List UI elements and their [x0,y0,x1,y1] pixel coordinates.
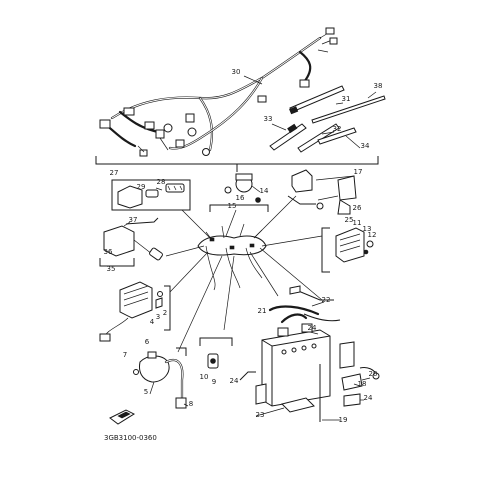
callout-28: 28 [157,178,166,186]
callout-13: 13 [363,225,372,233]
callout-37: 37 [129,216,138,224]
callout-25: 25 [345,216,354,224]
callout-24: 24 [230,377,239,385]
callout-29: 29 [137,183,146,191]
callout-30: 30 [232,68,241,76]
callout-34: 34 [361,142,370,150]
callout-21: 21 [258,307,267,315]
callout-4: 4 [150,318,155,326]
callout-8: 8 [189,400,193,408]
central-junction [165,195,323,353]
group-bracket-top [95,156,379,165]
callout-23: 23 [256,411,265,419]
starter-relay-group [133,347,187,409]
ignition-coil-group [99,217,163,267]
callout-38: 38 [374,82,383,90]
callout-19: 19 [339,416,348,424]
callout-11: 11 [353,219,362,227]
callout-15: 15 [228,202,237,210]
callout-16: 16 [236,194,245,202]
callout-17: 17 [354,168,363,176]
callout-24: 24 [308,324,317,332]
battery-group [239,285,380,422]
callout-5: 5 [144,388,148,396]
part-code: 3GB3100-0360 [104,434,157,442]
callout-31: 31 [342,95,351,103]
leader-lines [123,75,377,421]
callout-18: 18 [358,380,367,388]
cable-ties [269,85,386,153]
callout-9: 9 [212,378,216,386]
callout-36: 36 [104,248,113,256]
callout-2: 2 [163,309,167,317]
callout-6: 6 [145,338,150,346]
rectifier-regulator-group [99,281,171,342]
callout-12: 12 [368,231,377,239]
starter-switch-group [209,173,269,212]
callout-33: 33 [264,115,273,123]
callout-20: 20 [369,370,378,378]
cdi-group [287,169,374,273]
wire-harness [99,27,338,157]
callout-7: 7 [123,351,127,359]
callout-26: 26 [353,204,362,212]
fuse-group [199,337,233,369]
relay-group [111,179,191,211]
callout-24: 24 [364,394,373,402]
callout-27: 27 [110,169,119,177]
front-arrow-icon [109,409,136,425]
callout-22: 22 [322,296,331,304]
callout-10: 10 [200,373,209,381]
callout-14: 14 [260,187,269,195]
callout-32: 32 [333,125,342,133]
callout-35: 35 [107,265,116,273]
callout-3: 3 [156,313,160,321]
